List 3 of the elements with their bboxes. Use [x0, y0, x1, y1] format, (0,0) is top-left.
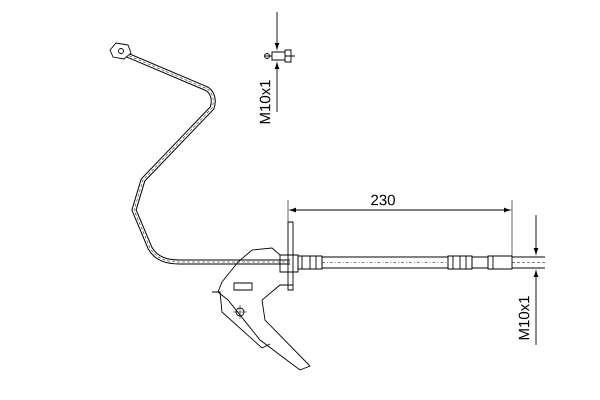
dimension-label: 230: [371, 194, 395, 206]
dimension-label: M10x1: [518, 296, 530, 340]
dimension-label: M10x1: [260, 80, 270, 124]
